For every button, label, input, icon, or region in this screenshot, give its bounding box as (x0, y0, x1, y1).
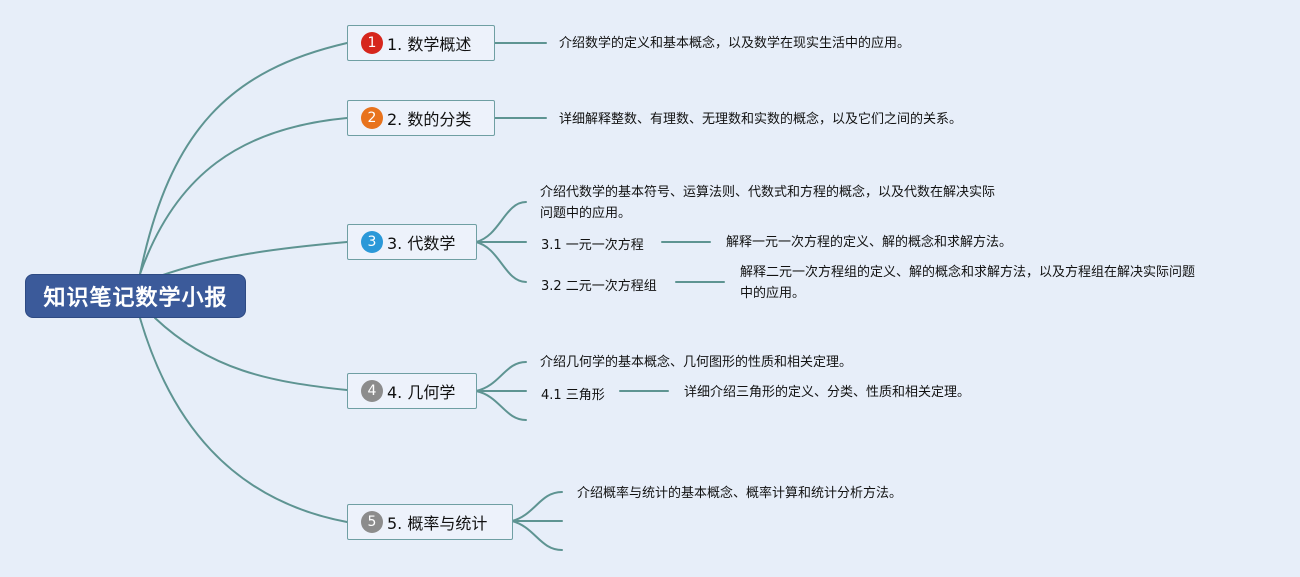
topic-5-label: 5. 概率与统计 (387, 514, 488, 533)
connector-root-topic-4 (154, 317, 348, 391)
connector-topic-3-note (475, 201, 527, 243)
connector-topic-5-note (511, 491, 563, 522)
topic-4-label: 4. 几何学 (387, 383, 456, 402)
topic-3-note-line-1: 介绍代数学的基本符号、运算法则、代数式和方程的概念，以及代数在解决实际 (540, 185, 996, 200)
topic-2-label: 2. 数的分类 (387, 110, 472, 129)
topic-3[interactable]: 3 3. 代数学 (347, 224, 477, 260)
connector-topic-4-note (475, 361, 527, 392)
connector-root-topic-2 (139, 117, 348, 275)
topic-1[interactable]: 1 1. 数学概述 (347, 25, 495, 61)
subtopic-3-2-note[interactable]: 解释二元一次方程组的定义、解的概念和求解方法，以及方程组在解决实际问题 中的应用… (740, 262, 1195, 304)
connector-root-topic-3 (159, 241, 348, 277)
priority-1-icon: 1 (361, 32, 383, 54)
priority-5-icon: 5 (361, 511, 383, 533)
topic-1-note[interactable]: 介绍数学的定义和基本概念，以及数学在现实生活中的应用。 (559, 36, 911, 51)
subtopic-3-1-note[interactable]: 解释一元一次方程的定义、解的概念和求解方法。 (726, 235, 1013, 250)
topic-2[interactable]: 2 2. 数的分类 (347, 100, 495, 136)
topic-2-note[interactable]: 详细解释整数、有理数、无理数和实数的概念，以及它们之间的关系。 (559, 112, 963, 127)
connector-topic-5-low (511, 520, 563, 551)
subtopic-3-2-note-line-2: 中的应用。 (740, 286, 806, 301)
topic-5-note[interactable]: 介绍概率与统计的基本概念、概率计算和统计分析方法。 (577, 486, 903, 501)
priority-2-icon: 2 (361, 107, 383, 129)
topic-1-label: 1. 数学概述 (387, 35, 472, 54)
topic-5[interactable]: 5 5. 概率与统计 (347, 504, 513, 540)
subtopic-3-2[interactable]: 3.2 二元一次方程组 (541, 279, 657, 294)
priority-3-icon: 3 (361, 231, 383, 253)
topic-4[interactable]: 4 4. 几何学 (347, 373, 477, 409)
topic-3-note[interactable]: 介绍代数学的基本符号、运算法则、代数式和方程的概念，以及代数在解决实际 问题中的… (540, 182, 995, 224)
root-title: 知识笔记数学小报 (43, 286, 228, 311)
connector-root-topic-5 (139, 317, 348, 523)
connector-topic-3-sub2 (475, 241, 527, 283)
priority-4-icon: 4 (361, 380, 383, 402)
root-topic[interactable]: 知识笔记数学小报 (25, 274, 246, 318)
subtopic-4-1[interactable]: 4.1 三角形 (541, 388, 605, 403)
subtopic-3-1[interactable]: 3.1 一元一次方程 (541, 238, 644, 253)
connector-root-topic-1 (139, 42, 348, 275)
topic-3-note-line-2: 问题中的应用。 (540, 206, 632, 221)
subtopic-3-2-note-line-1: 解释二元一次方程组的定义、解的概念和求解方法，以及方程组在解决实际问题 (740, 265, 1196, 280)
topic-4-note[interactable]: 介绍几何学的基本概念、几何图形的性质和相关定理。 (540, 355, 853, 370)
topic-3-label: 3. 代数学 (387, 234, 456, 253)
connector-topic-4-empty (475, 390, 527, 421)
subtopic-4-1-note[interactable]: 详细介绍三角形的定义、分类、性质和相关定理。 (684, 385, 971, 400)
